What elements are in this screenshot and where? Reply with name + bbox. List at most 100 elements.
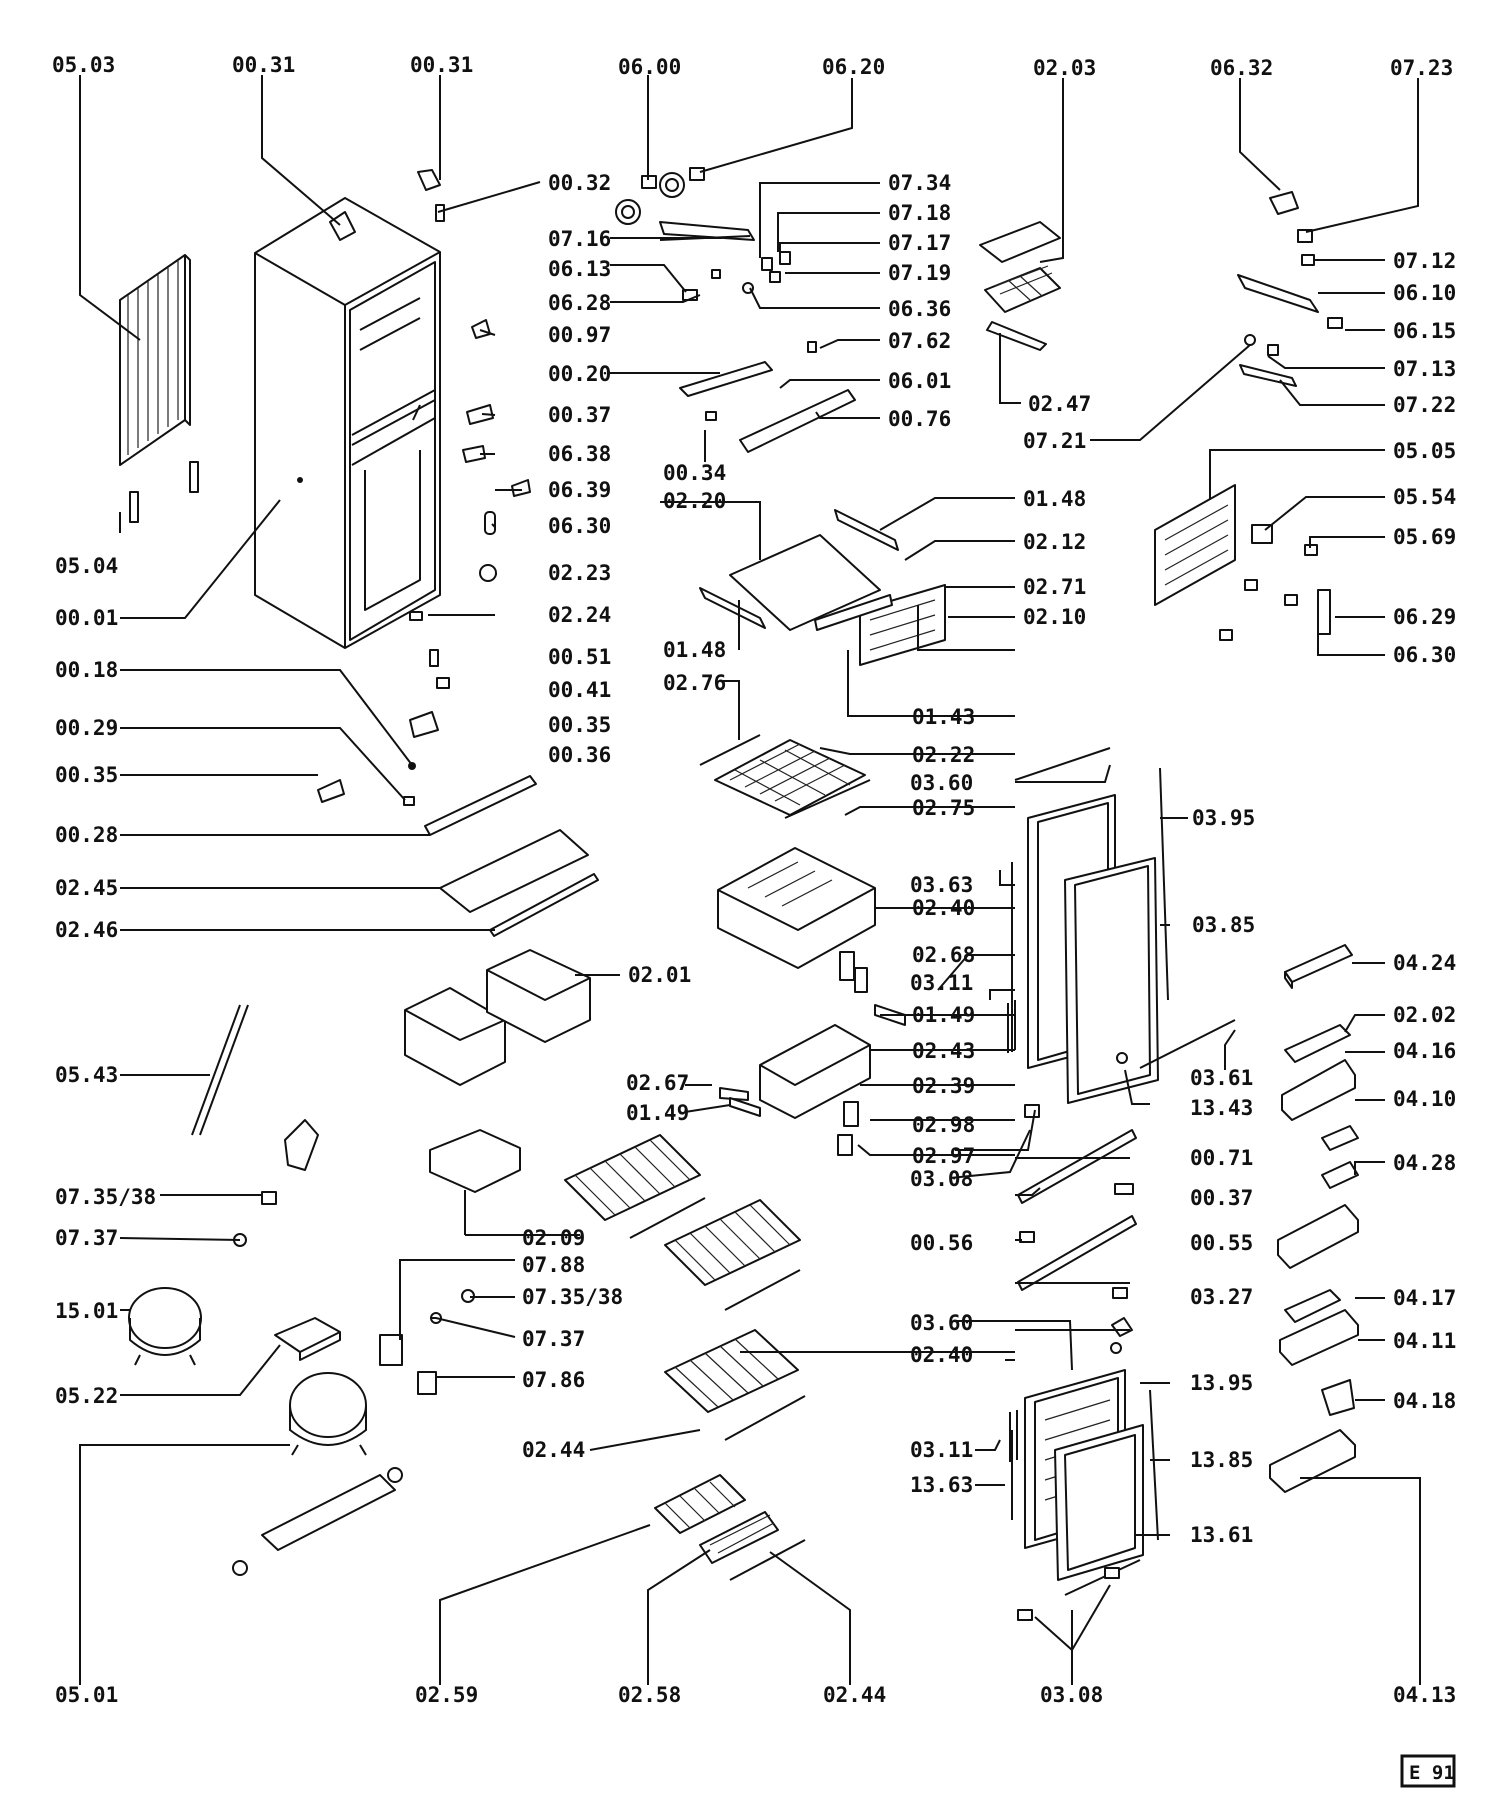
- label-15-01: 15.01: [55, 1299, 118, 1323]
- label-03-60: 03.60: [910, 1311, 973, 1335]
- crisper-drawers: [404, 949, 591, 1086]
- label-03-11: 03.11: [910, 971, 973, 995]
- label-04-17: 04.17: [1393, 1286, 1456, 1310]
- label-02-12: 02.12: [1023, 530, 1086, 554]
- label-02-75: 02.75: [912, 796, 975, 820]
- leader-lines: [79, 75, 1421, 1685]
- page-code-text: E 91: [1409, 1762, 1455, 1784]
- label-00-56: 00.56: [910, 1231, 973, 1255]
- label-06-20: 06.20: [822, 55, 885, 79]
- label-03-61: 03.61: [1190, 1066, 1253, 1090]
- label-00-41: 00.41: [548, 678, 611, 702]
- part-drawings: [119, 167, 1359, 1621]
- label-02-97: 02.97: [912, 1144, 975, 1168]
- label-03-08: 03.08: [910, 1167, 973, 1191]
- label-05-22: 05.22: [55, 1384, 118, 1408]
- label-05-01: 05.01: [55, 1683, 118, 1707]
- label-06-39: 06.39: [548, 478, 611, 502]
- drain-tube: [191, 1004, 241, 1136]
- label-04-24: 04.24: [1393, 951, 1456, 975]
- label-07-21: 07.21: [1023, 429, 1086, 453]
- label-04-11: 04.11: [1393, 1329, 1456, 1353]
- label-01-43: 01.43: [912, 705, 975, 729]
- label-02-71: 02.71: [1023, 575, 1086, 599]
- label-02-40: 02.40: [910, 1343, 973, 1367]
- label-00-01: 00.01: [55, 606, 118, 630]
- label-06-15: 06.15: [1393, 319, 1456, 343]
- label-00-28: 00.28: [55, 823, 118, 847]
- label-00-36: 00.36: [548, 743, 611, 767]
- label-07-16: 07.16: [548, 227, 611, 251]
- label-04-13: 04.13: [1393, 1683, 1456, 1707]
- top-right-parts: [1237, 191, 1343, 387]
- label-02-47: 02.47: [1028, 392, 1091, 416]
- freezer-drawer-upper: [717, 847, 876, 969]
- page-code-badge: E 91: [1400, 1754, 1456, 1788]
- label-00-37: 00.37: [548, 403, 611, 427]
- compressor-large: [289, 1372, 367, 1456]
- pin: [435, 204, 445, 222]
- label-00-31: 00.31: [410, 53, 473, 77]
- label-02-58: 02.58: [618, 1683, 681, 1707]
- label-05-43: 05.43: [55, 1063, 118, 1087]
- wire-shelf-2: [664, 1199, 801, 1311]
- label-06-10: 06.10: [1393, 281, 1456, 305]
- hinge-bracket: [417, 169, 441, 191]
- label-00-55: 00.55: [1190, 1231, 1253, 1255]
- glass-shelf: [439, 829, 589, 913]
- label-13-85: 13.85: [1190, 1448, 1253, 1472]
- label-07-62: 07.62: [888, 329, 951, 353]
- label-05-05: 05.05: [1393, 439, 1456, 463]
- label-00-29: 00.29: [55, 716, 118, 740]
- clip: [705, 411, 717, 421]
- hinge-cap: [1114, 1183, 1134, 1195]
- base-plate: [261, 1474, 396, 1551]
- label-07-22: 07.22: [1393, 393, 1456, 417]
- label-07-17: 07.17: [888, 231, 951, 255]
- evaporator-plate: [1154, 484, 1331, 641]
- label-07-35-38: 07.35/38: [55, 1185, 156, 1209]
- wire-shelf-4: [654, 1474, 806, 1581]
- label-02-22: 02.22: [912, 743, 975, 767]
- label-02-23: 02.23: [548, 561, 611, 585]
- label-02-44: 02.44: [522, 1438, 585, 1462]
- refrigerator-cabinet: [254, 197, 441, 649]
- label-07-35-38: 07.35/38: [522, 1285, 623, 1309]
- label-03-63: 03.63: [910, 873, 973, 897]
- label-07-19: 07.19: [888, 261, 951, 285]
- label-00-35: 00.35: [55, 763, 118, 787]
- door-rail-upper: [1017, 1129, 1137, 1204]
- label-04-18: 04.18: [1393, 1389, 1456, 1413]
- label-07-23: 07.23: [1390, 56, 1453, 80]
- label-00-34: 00.34: [663, 461, 726, 485]
- label-02-44: 02.44: [823, 1683, 886, 1707]
- label-06-38: 06.38: [548, 442, 611, 466]
- label-04-28: 04.28: [1393, 1151, 1456, 1175]
- label-04-16: 04.16: [1393, 1039, 1456, 1063]
- label-02-76: 02.76: [663, 671, 726, 695]
- thermostat-parts: [615, 167, 755, 241]
- label-13-95: 13.95: [1190, 1371, 1253, 1395]
- ice-tray-parts: [979, 221, 1061, 351]
- door-rail-lower: [1017, 1215, 1137, 1291]
- label-01-48: 01.48: [1023, 487, 1086, 511]
- label-00-32: 00.32: [548, 171, 611, 195]
- shelf-trim-strip: [489, 873, 599, 937]
- label-02-02: 02.02: [1393, 1003, 1456, 1027]
- label-05-03: 05.03: [52, 53, 115, 77]
- label-13-43: 13.43: [1190, 1096, 1253, 1120]
- capacitor: [417, 1371, 437, 1395]
- label-02-59: 02.59: [415, 1683, 478, 1707]
- wire-shelf-1: [564, 1134, 706, 1239]
- label-00-31: 00.31: [232, 53, 295, 77]
- label-02-01: 02.01: [628, 963, 691, 987]
- label-02-43: 02.43: [912, 1039, 975, 1063]
- label-02-10: 02.10: [1023, 605, 1086, 629]
- label-06-29: 06.29: [1393, 605, 1456, 629]
- butter-tray: [429, 1129, 521, 1193]
- label-07-18: 07.18: [888, 201, 951, 225]
- label-00-18: 00.18: [55, 658, 118, 682]
- label-02-03: 02.03: [1033, 56, 1096, 80]
- label-02-46: 02.46: [55, 918, 118, 942]
